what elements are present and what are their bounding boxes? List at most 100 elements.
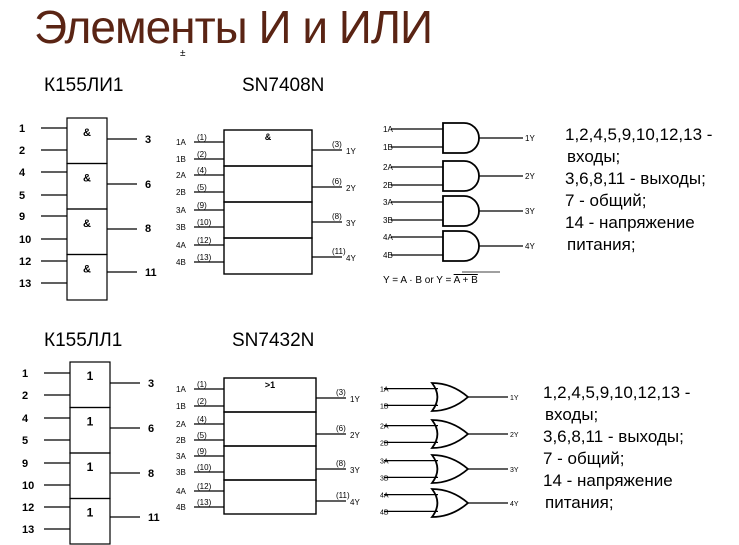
gate-symbol: 1	[87, 506, 94, 520]
plus-minus-mark: ±	[180, 48, 186, 59]
gate-output-label: 1Y	[525, 134, 535, 143]
input-pin-label: 12	[22, 502, 34, 514]
gate-symbol: 1	[87, 415, 94, 429]
chip-label-k155li1: К155ЛИ1	[44, 75, 124, 96]
output-pin-label: 11	[145, 267, 157, 279]
output-pin-label: (3)	[336, 388, 346, 397]
input-pin-label: 12	[19, 256, 31, 268]
input-pin-label: (10)	[197, 463, 212, 472]
gate-output-label: 4Y	[525, 242, 535, 251]
gate-symbol: >1	[265, 380, 275, 390]
gate-input-label: 2A	[380, 424, 389, 431]
input-name-label: 4A	[176, 487, 186, 496]
output-name-label: 4Y	[346, 254, 356, 263]
input-pin-label: 10	[22, 480, 34, 492]
gate-cell	[223, 237, 313, 275]
input-pin-label: 13	[19, 278, 31, 290]
desc-line: входы;	[567, 147, 621, 166]
input-name-label: 4B	[176, 503, 186, 512]
output-name-label: 1Y	[350, 395, 360, 404]
chip-label-sn7408n: SN7408N	[242, 75, 325, 96]
and-gate-shape	[442, 160, 480, 192]
desc-line: 14 - напряжение	[543, 471, 673, 490]
gate-cell	[66, 208, 108, 256]
gate-input-label: 4A	[380, 493, 389, 500]
chip-label-k155ll1: К155ЛЛ1	[44, 330, 123, 351]
output-pin-label: 6	[145, 179, 151, 191]
gate-output-label: 3Y	[525, 207, 535, 216]
input-pin-label: (13)	[197, 253, 212, 262]
gate-output-label: 4Y	[510, 501, 519, 508]
output-name-label: 2Y	[346, 184, 356, 193]
desc-line: питания;	[545, 493, 614, 512]
desc-line: 1,2,4,5,9,10,12,13 -	[565, 125, 713, 144]
input-pin-label: (1)	[197, 380, 207, 389]
input-pin-label: 5	[22, 435, 28, 447]
gate-cell	[223, 201, 313, 239]
input-name-label: 3B	[176, 468, 186, 477]
gate-cell	[223, 411, 317, 447]
gate-input-label: 4B	[383, 251, 393, 260]
output-pin-label: 8	[145, 223, 151, 235]
output-pin-label: (6)	[332, 177, 342, 186]
page-title: Элементы И и ИЛИ	[34, 1, 433, 53]
output-pin-label: 6	[148, 423, 154, 435]
gate-input-label: 4A	[383, 233, 393, 242]
gate-input-label: 3B	[383, 216, 393, 225]
output-pin-label: (3)	[332, 140, 342, 149]
gate-input-label: 1B	[383, 143, 393, 152]
output-name-label: 2Y	[350, 431, 360, 440]
chip-label-sn7432n: SN7432N	[232, 330, 315, 351]
input-name-label: 1B	[176, 155, 186, 164]
input-pin-label: 9	[22, 458, 28, 470]
input-name-label: 4A	[176, 241, 186, 250]
and-gate-shape	[442, 122, 480, 154]
or-gate-shape	[430, 488, 470, 518]
formula-label: Y = A · B or Y = A + B	[383, 275, 478, 286]
output-pin-label: (6)	[336, 424, 346, 433]
output-pin-label: (8)	[332, 212, 342, 221]
input-pin-label: 5	[19, 190, 25, 202]
input-name-label: 3A	[176, 206, 186, 215]
gate-symbol: &	[265, 132, 272, 142]
gate-input-label: 2B	[380, 440, 389, 447]
desc-line: 7 - общий;	[565, 191, 647, 210]
and-gate-shape	[442, 195, 480, 227]
input-pin-label: (2)	[197, 397, 207, 406]
output-pin-label: 3	[145, 134, 151, 146]
gate-cell	[223, 479, 317, 515]
input-name-label: 1A	[176, 385, 186, 394]
gate-symbol: &	[83, 218, 91, 230]
output-name-label: 3Y	[346, 219, 356, 228]
gate-symbol: 1	[87, 369, 94, 383]
gate-output-label: 3Y	[510, 467, 519, 474]
input-name-label: 3B	[176, 223, 186, 232]
desc-line: 1,2,4,5,9,10,12,13 -	[543, 383, 691, 402]
desc-line: входы;	[545, 405, 599, 424]
gate-output-label: 2Y	[510, 432, 519, 439]
desc-line: 7 - общий;	[543, 449, 625, 468]
input-name-label: 1B	[176, 402, 186, 411]
gate-input-label: 2A	[383, 163, 393, 172]
input-pin-label: (12)	[197, 236, 212, 245]
desc-line: питания;	[567, 235, 636, 254]
input-pin-label: 9	[19, 211, 25, 223]
gate-input-label: 2B	[383, 181, 393, 190]
gate-symbol: 1	[87, 460, 94, 474]
gate-cell	[66, 162, 108, 210]
input-pin-label: (4)	[197, 415, 207, 424]
output-pin-label: 8	[148, 468, 154, 480]
input-name-label: 2A	[176, 171, 186, 180]
or-description: 1,2,4,5,9,10,12,13 - входы; 3,6,8,11 - в…	[543, 382, 690, 514]
output-pin-label: 3	[148, 378, 154, 390]
gate-symbol: &	[83, 127, 91, 139]
input-pin-label: (1)	[197, 133, 207, 142]
gate-output-label: 2Y	[525, 172, 535, 181]
input-pin-label: (5)	[197, 431, 207, 440]
input-pin-label: 10	[19, 234, 31, 246]
gate-symbol: &	[83, 173, 91, 185]
gate-input-label: 3A	[380, 459, 389, 466]
and-gate-shape	[442, 230, 480, 262]
output-name-label: 3Y	[350, 466, 360, 475]
input-pin-label: (9)	[197, 201, 207, 210]
